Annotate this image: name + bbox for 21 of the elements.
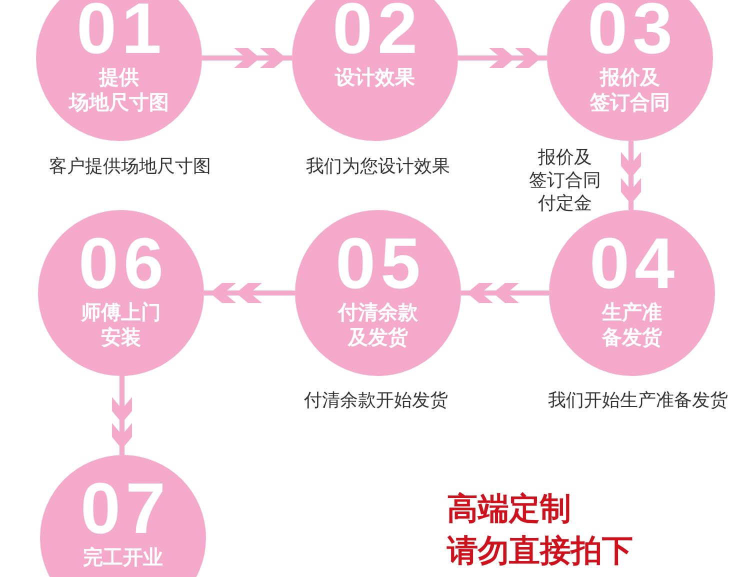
step-title: 设计效果 xyxy=(335,66,415,91)
step-number: 05 xyxy=(334,236,426,292)
step-number: 07 xyxy=(79,481,171,537)
step-title: 完工开业 xyxy=(83,546,163,571)
step-description: 付清余款开始发货 xyxy=(304,389,448,412)
notice-text: 请勿直接拍下 xyxy=(447,532,633,570)
step-title: 付清余款及发货 xyxy=(338,301,418,351)
step-number: 06 xyxy=(77,236,169,292)
step-number: 02 xyxy=(331,1,423,57)
step-description: 报价及签订合同付定金 xyxy=(529,146,601,215)
step-title: 提供场地尺寸图 xyxy=(69,66,169,116)
step-title: 生产准备发货 xyxy=(602,301,662,351)
step-description: 我们开始生产准备发货 xyxy=(548,389,728,412)
step-title: 师傅上门安装 xyxy=(81,301,161,351)
step-number: 04 xyxy=(588,236,680,292)
step-description: 我们为您设计效果 xyxy=(306,155,450,178)
step-title: 报价及签订合同 xyxy=(590,66,670,116)
step-number: 01 xyxy=(75,1,167,57)
step-number: 03 xyxy=(586,1,678,57)
notice-text: 高端定制 xyxy=(447,490,571,528)
step-description: 客户提供场地尺寸图 xyxy=(49,155,211,178)
